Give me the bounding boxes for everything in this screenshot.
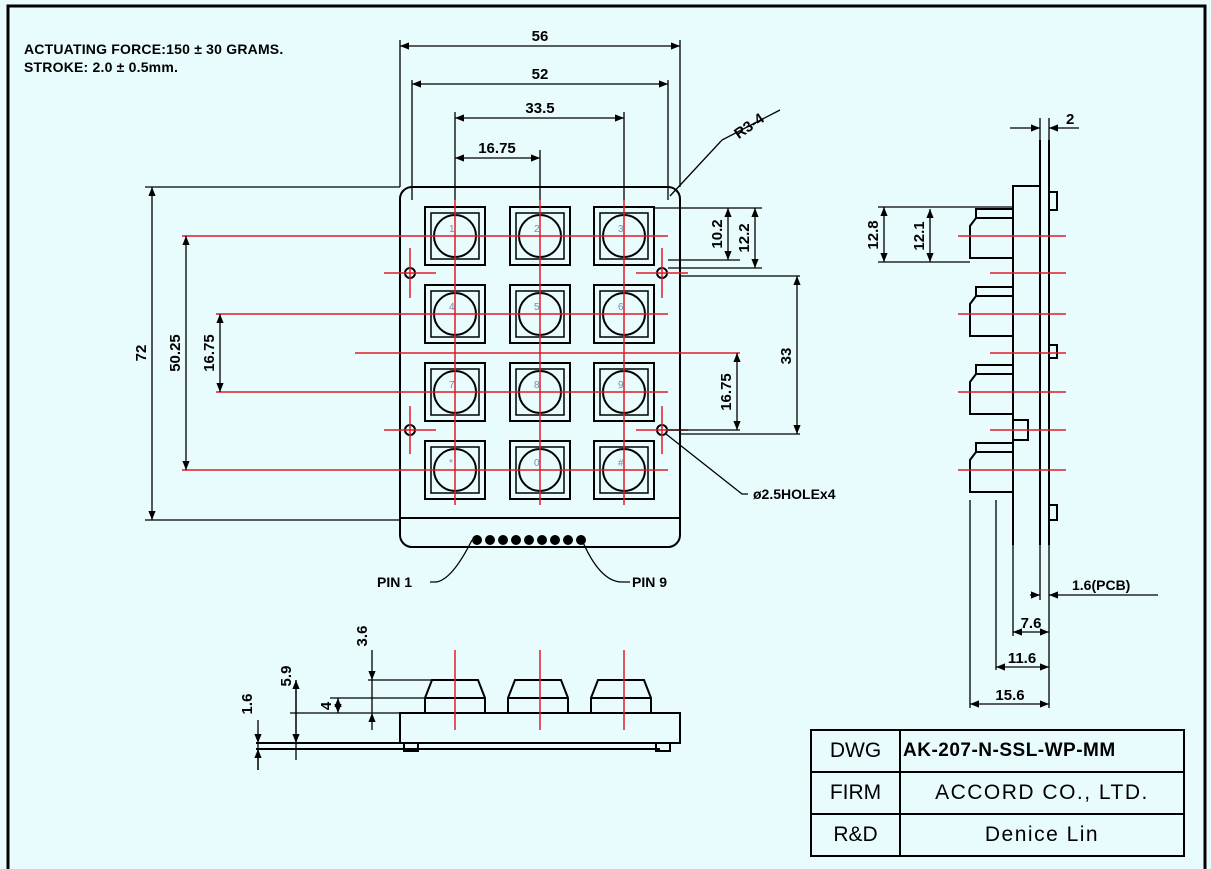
side-dimension-lines <box>878 118 1158 708</box>
key-label: 4 <box>449 302 455 313</box>
pin <box>511 535 521 545</box>
pin-1-label: PIN 1 <box>377 574 412 590</box>
rd-value: Denice Lin <box>899 813 1185 857</box>
dim-1-6: 1.6 <box>239 694 256 715</box>
dwg-label: DWG <box>810 729 901 773</box>
dim-72: 72 <box>133 345 150 362</box>
dim-16-75-right: 16.75 <box>718 373 735 411</box>
pin-9-label: PIN 9 <box>632 574 667 590</box>
key-label: 3 <box>618 224 624 235</box>
bottom-centerlines <box>454 650 625 730</box>
dim-r3-4: R3-4 <box>731 110 768 143</box>
sheet-border <box>6 4 1207 869</box>
firm-value: ACCORD CO., LTD. <box>899 771 1185 815</box>
dimension-labels: 56 52 33.5 16.75 R3-4 10.2 12.2 72 50.25… <box>133 28 1130 714</box>
front-dimension-lines <box>145 40 801 583</box>
spec-notes: ACTUATING FORCE:150 ± 30 GRAMS. STROKE: … <box>24 40 283 76</box>
key-label: 7 <box>449 380 455 391</box>
title-row-firm: FIRM ACCORD CO., LTD. <box>810 771 1185 815</box>
pin <box>498 535 508 545</box>
dim-16-75-left: 16.75 <box>201 334 218 372</box>
dim-12-2: 12.2 <box>736 223 753 252</box>
stroke-note: STROKE: 2.0 ± 0.5mm. <box>24 59 179 75</box>
dwg-value: AK-207-N-SSL-WP-MM <box>899 729 1185 773</box>
side-centerlines <box>958 235 1066 471</box>
title-row-rd: R&D Denice Lin <box>810 813 1185 857</box>
pin <box>485 535 495 545</box>
pin <box>563 535 573 545</box>
dim-16-75-top: 16.75 <box>478 140 516 157</box>
dim-10-2: 10.2 <box>709 219 726 248</box>
key-label: 9 <box>618 380 624 391</box>
firm-label: FIRM <box>810 771 901 815</box>
pin <box>550 535 560 545</box>
dim-3-6: 3.6 <box>354 626 371 647</box>
key-label: 1 <box>449 224 455 235</box>
title-block: DWG AK-207-N-SSL-WP-MM FIRM ACCORD CO., … <box>810 729 1185 857</box>
hole-note: ø2.5HOLEx4 <box>753 486 836 502</box>
key-label: # <box>618 458 624 469</box>
dim-7-6: 7.6 <box>1021 615 1042 632</box>
actuating-force-note: ACTUATING FORCE:150 ± 30 GRAMS. <box>24 41 284 57</box>
key-label: 6 <box>618 302 624 313</box>
key-label: 8 <box>534 380 540 391</box>
pin <box>537 535 547 545</box>
dim-4: 4 <box>318 701 335 710</box>
front-centerlines <box>182 200 740 505</box>
dim-2: 2 <box>1066 111 1074 128</box>
dim-33-5: 33.5 <box>525 100 554 117</box>
dim-33: 33 <box>778 348 795 365</box>
dim-50-25: 50.25 <box>167 334 184 372</box>
side-view <box>969 140 1058 545</box>
title-row-dwg: DWG AK-207-N-SSL-WP-MM <box>810 729 1185 773</box>
pin-row <box>472 535 586 545</box>
key-label: 5 <box>534 302 540 313</box>
pcb-thickness: 1.6(PCB) <box>1072 577 1130 593</box>
dim-11-6: 11.6 <box>1008 650 1036 667</box>
bottom-dimension-lines <box>254 650 432 770</box>
bottom-view <box>256 679 681 752</box>
dim-5-9: 5.9 <box>278 666 295 687</box>
key-label: 0 <box>534 458 540 469</box>
dim-56: 56 <box>532 28 549 45</box>
dim-12-1: 12.1 <box>911 221 928 250</box>
key-label: 2 <box>534 224 540 235</box>
dim-12-8: 12.8 <box>865 220 882 249</box>
key-label: * <box>449 458 453 469</box>
dim-52: 52 <box>532 66 549 83</box>
pin <box>524 535 534 545</box>
pin <box>472 535 482 545</box>
rd-label: R&D <box>810 813 901 857</box>
pin <box>576 535 586 545</box>
dim-15-6: 15.6 <box>995 687 1024 704</box>
